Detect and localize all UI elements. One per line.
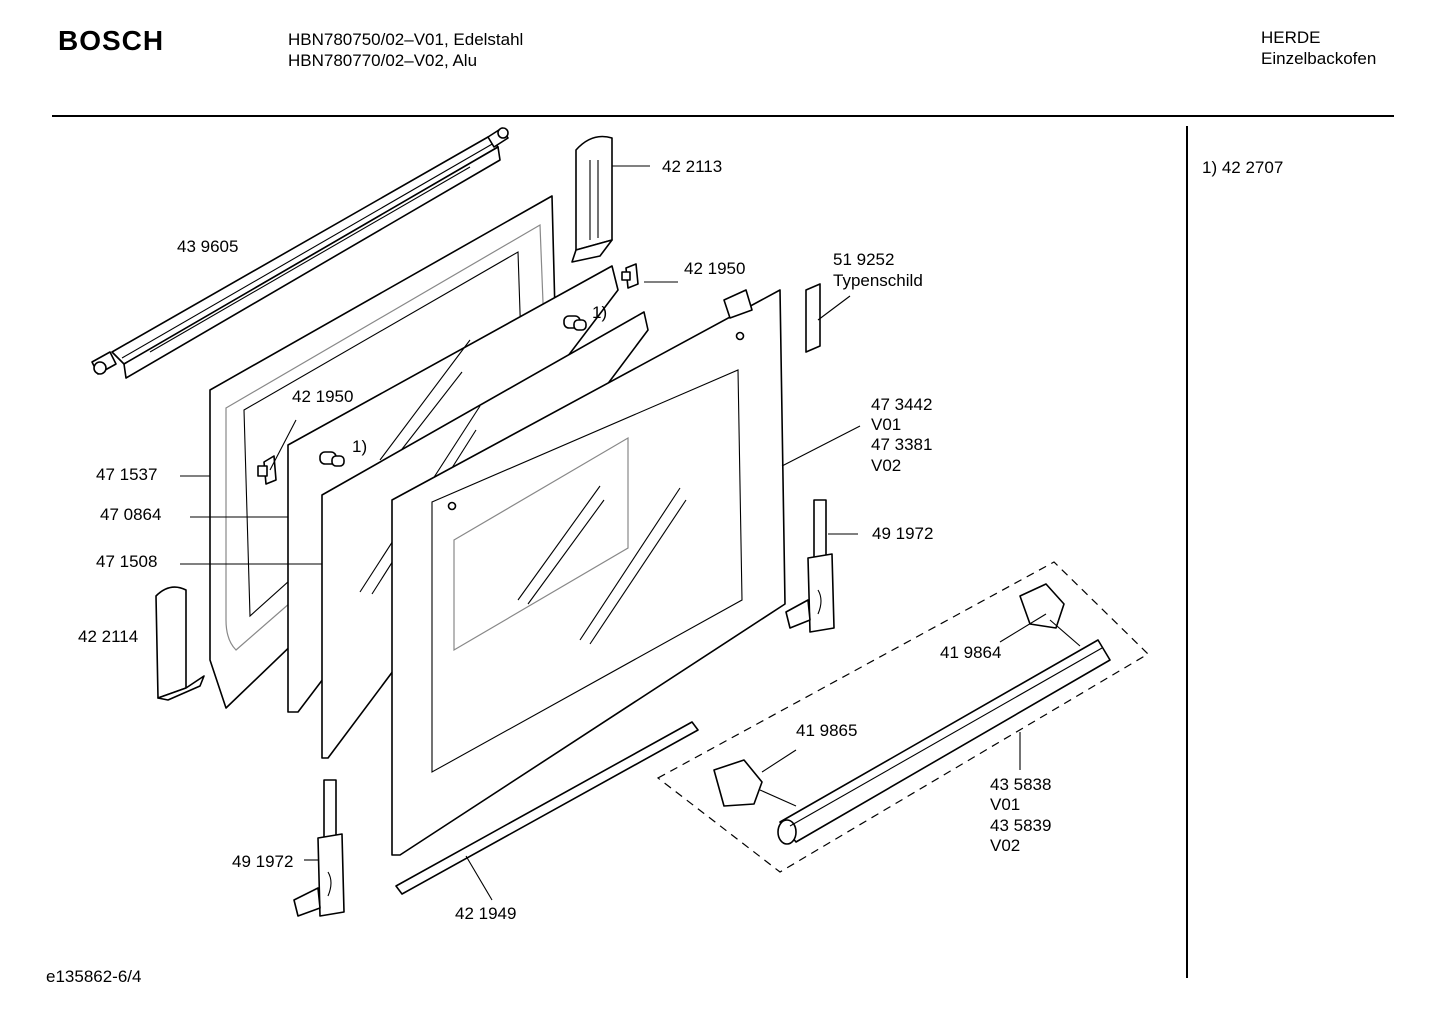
callout-1-lower: 1) xyxy=(352,437,367,456)
sidebar-divider xyxy=(1186,126,1188,978)
label-421949: 42 1949 xyxy=(455,904,516,923)
label-491972-left: 49 1972 xyxy=(232,852,293,871)
label-473442: 47 3442 xyxy=(871,395,932,414)
label-422113: 42 2113 xyxy=(662,157,722,176)
part-bottom-seal xyxy=(395,721,699,895)
label-419864: 41 9864 xyxy=(940,643,1001,662)
part-hinge-right xyxy=(785,499,835,633)
label-419865: 41 9865 xyxy=(796,721,857,740)
label-470864: 47 0864 xyxy=(100,505,161,524)
part-top-rail xyxy=(91,127,509,379)
label-435838: 43 5838 xyxy=(990,775,1051,794)
leader-lines xyxy=(180,165,1047,901)
brand-logo: BOSCH xyxy=(58,25,165,56)
part-clip-1950-upper xyxy=(621,263,639,289)
label-473381-v02: V02 xyxy=(871,456,901,475)
label-471537: 47 1537 xyxy=(96,465,157,484)
part-clip-1-lower xyxy=(319,451,345,467)
part-bracket-top xyxy=(571,135,613,263)
label-473381: 47 3381 xyxy=(871,435,932,454)
handle-assembly-outline xyxy=(656,561,1149,873)
label-422114: 42 2114 xyxy=(78,627,138,646)
model-line-2: HBN780770/02–V02, Alu xyxy=(288,51,478,70)
label-471508: 47 1508 xyxy=(96,552,157,571)
part-nameplate xyxy=(805,283,821,353)
label-typenschild: Typenschild xyxy=(833,271,923,290)
part-front-door xyxy=(391,289,786,856)
drawing-code: e135862-6/4 xyxy=(46,967,142,986)
callout-1-upper: 1) xyxy=(592,303,607,322)
model-line-1: HBN780750/02–V01, Edelstahl xyxy=(288,30,524,49)
label-435839-v02: V02 xyxy=(990,836,1020,855)
label-473442-v01: V01 xyxy=(871,415,901,434)
part-handle-cap-left xyxy=(713,759,797,807)
category-line-2: Einzelbackofen xyxy=(1261,49,1377,68)
part-bracket-left xyxy=(155,586,205,701)
category-line-1: HERDE xyxy=(1261,28,1321,47)
label-435838-v01: V01 xyxy=(990,795,1020,814)
part-handle-cap-right xyxy=(1019,583,1081,647)
part-hinge-left xyxy=(293,779,345,917)
part-clip-1-upper xyxy=(563,315,587,331)
label-421950-lower: 42 1950 xyxy=(292,387,353,406)
label-519252: 51 9252 xyxy=(833,250,894,269)
footnote: 1) 42 2707 xyxy=(1202,158,1284,177)
part-handle-bar xyxy=(777,639,1111,845)
label-491972-right: 49 1972 xyxy=(872,524,933,543)
label-439605: 43 9605 xyxy=(177,237,238,256)
label-421950-upper: 42 1950 xyxy=(684,259,745,278)
label-435839: 43 5839 xyxy=(990,816,1051,835)
header-divider xyxy=(52,115,1394,117)
